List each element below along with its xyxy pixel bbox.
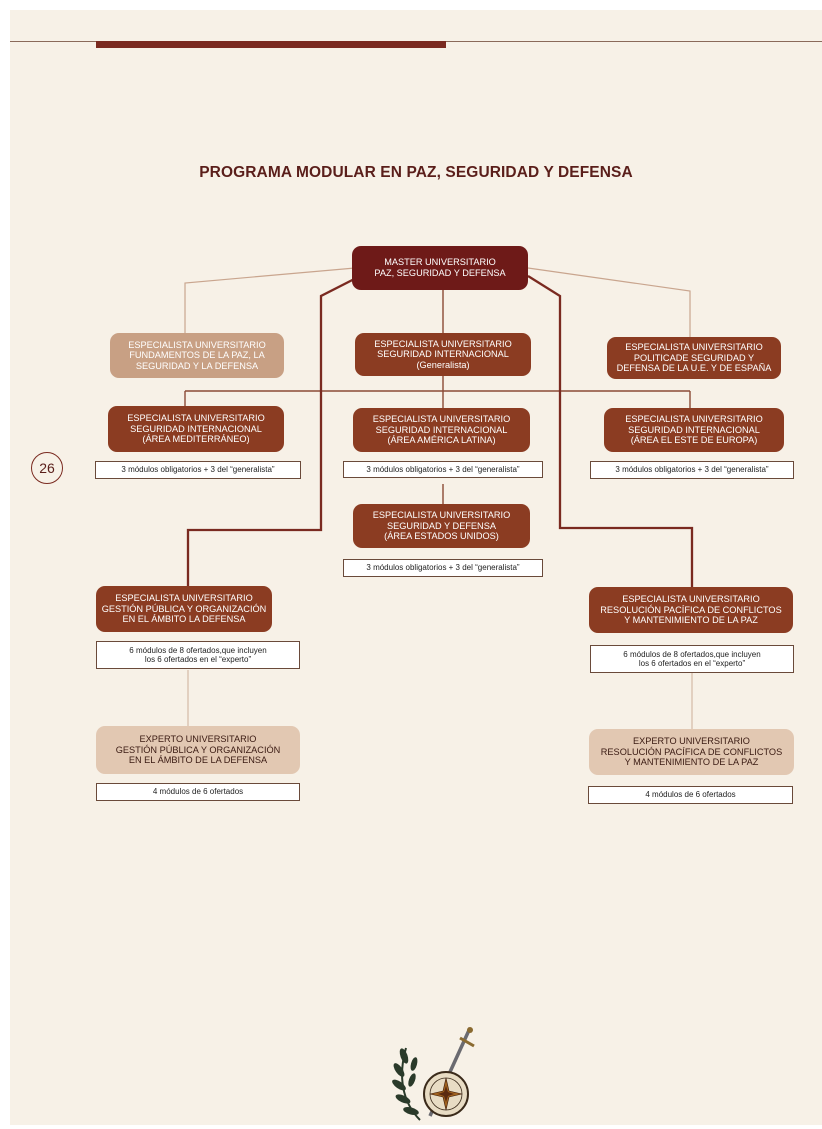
page-number: 26 (31, 452, 63, 484)
note-resolucion-experto: 4 módulos de 6 ofertados (588, 786, 793, 804)
connector-lines (184, 267, 694, 731)
laurel-branch-icon (392, 1047, 421, 1121)
compass-seal-icon (423, 1071, 469, 1117)
page-title: PROGRAMA MODULAR EN PAZ, SEGURIDAD Y DEF… (199, 164, 633, 181)
link-master-resolucion (527, 275, 694, 589)
note-gestion-experto: 4 módulos de 6 ofertados (96, 783, 300, 801)
note-mediterraneo: 3 módulos obligatorios + 3 del “generali… (95, 461, 301, 479)
document-page: PROGRAMA MODULAR EN PAZ, SEGURIDAD Y DEF… (10, 10, 822, 1125)
link-master-gestion (186, 268, 373, 588)
note-este-europa: 3 módulos obligatorios + 3 del “generali… (590, 461, 794, 479)
header-accent-bar (96, 41, 446, 48)
institution-emblem (392, 1027, 475, 1121)
note-america-latina: 3 módulos obligatorios + 3 del “generali… (343, 461, 543, 478)
link-master-fundamentos (184, 267, 356, 337)
link-master-politica (527, 267, 691, 339)
note-estados-unidos: 3 módulos obligatorios + 3 del “generali… (343, 559, 543, 577)
